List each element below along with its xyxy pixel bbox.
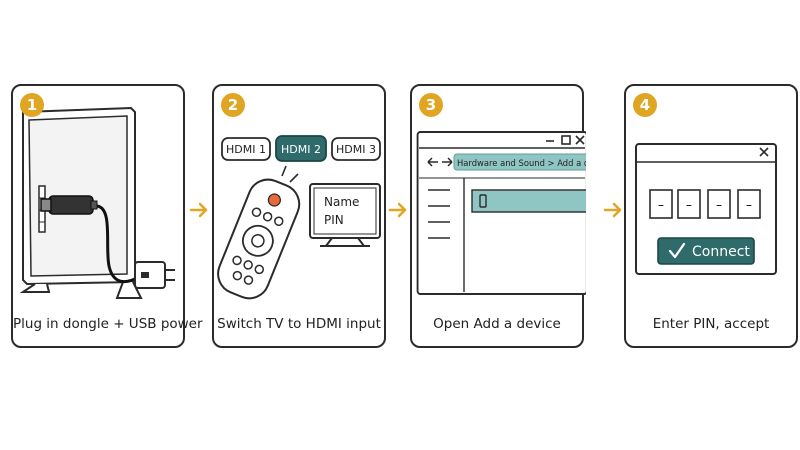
svg-text:–: – <box>716 198 722 212</box>
connect-label: Connect <box>692 244 750 260</box>
tv-screen-icon: Name PIN <box>309 183 381 247</box>
tv-name-text: Name <box>324 195 359 209</box>
next-step-arrow-icon <box>603 202 622 218</box>
svg-text:–: – <box>658 198 664 212</box>
step-number-badge: 2 <box>221 93 245 117</box>
close-icon <box>575 135 585 145</box>
svg-text:–: – <box>686 198 692 212</box>
step-3-panel: Hardware and Sound > Add a device 3 Open… <box>410 84 586 348</box>
hdmi-label: HDMI 1 <box>226 143 266 156</box>
tv-dongle-illustration <box>19 106 175 299</box>
connect-button: Connect <box>657 237 755 265</box>
step-1-panel: 1 Plug in dongle + USB power <box>11 84 203 348</box>
device-icon <box>479 194 487 208</box>
usb-power-adapter-icon <box>134 261 175 289</box>
maximize-icon <box>561 135 571 145</box>
address-bar <box>453 153 586 171</box>
pin-box: – <box>737 189 761 219</box>
back-arrow-icon <box>427 157 438 167</box>
tv-pin-text: PIN <box>324 213 344 227</box>
next-step-arrow-icon <box>388 202 407 218</box>
svg-text:–: – <box>746 198 752 212</box>
remote-control-icon <box>217 178 301 300</box>
checkmark-icon <box>668 242 686 259</box>
next-step-arrow-icon <box>189 202 208 218</box>
hdmi-input-1: HDMI 1 <box>221 137 271 161</box>
address-bar-text: Hardware and Sound > Add a device <box>457 158 586 168</box>
pin-box: – <box>649 189 673 219</box>
hdmi-input-2-selected: HDMI 2 <box>275 135 327 162</box>
settings-window-illustration: Hardware and Sound > Add a device <box>416 131 586 295</box>
forward-arrow-icon <box>442 157 453 167</box>
step-caption: Switch TV to HDMI input <box>217 316 381 332</box>
pin-box: – <box>677 189 701 219</box>
step-caption: Enter PIN, accept <box>652 316 770 332</box>
add-device-row <box>471 189 586 213</box>
hdmi-label: HDMI 3 <box>336 143 376 156</box>
hdmi-dongle-icon <box>40 195 98 215</box>
step-2-panel: HDMI 1 HDMI 2 HDMI 3 <box>212 84 386 348</box>
power-icon <box>267 193 281 207</box>
close-icon <box>759 147 769 157</box>
step-caption: Plug in dongle + USB power <box>13 316 203 332</box>
step-4-panel: – – – – Connect 4 Enter PIN, accept <box>624 84 798 348</box>
hdmi-input-3: HDMI 3 <box>331 137 381 161</box>
step-caption: Open Add a device <box>433 316 561 332</box>
step-number-badge: 1 <box>20 93 44 117</box>
remote-tv-illustration: HDMI 1 HDMI 2 HDMI 3 <box>217 135 381 300</box>
step-number-badge: 3 <box>419 93 443 117</box>
pin-dialog-illustration: – – – – Connect <box>635 143 777 275</box>
hdmi-label: HDMI 2 <box>281 143 321 156</box>
pin-box: – <box>707 189 731 219</box>
step-number-badge: 4 <box>633 93 657 117</box>
